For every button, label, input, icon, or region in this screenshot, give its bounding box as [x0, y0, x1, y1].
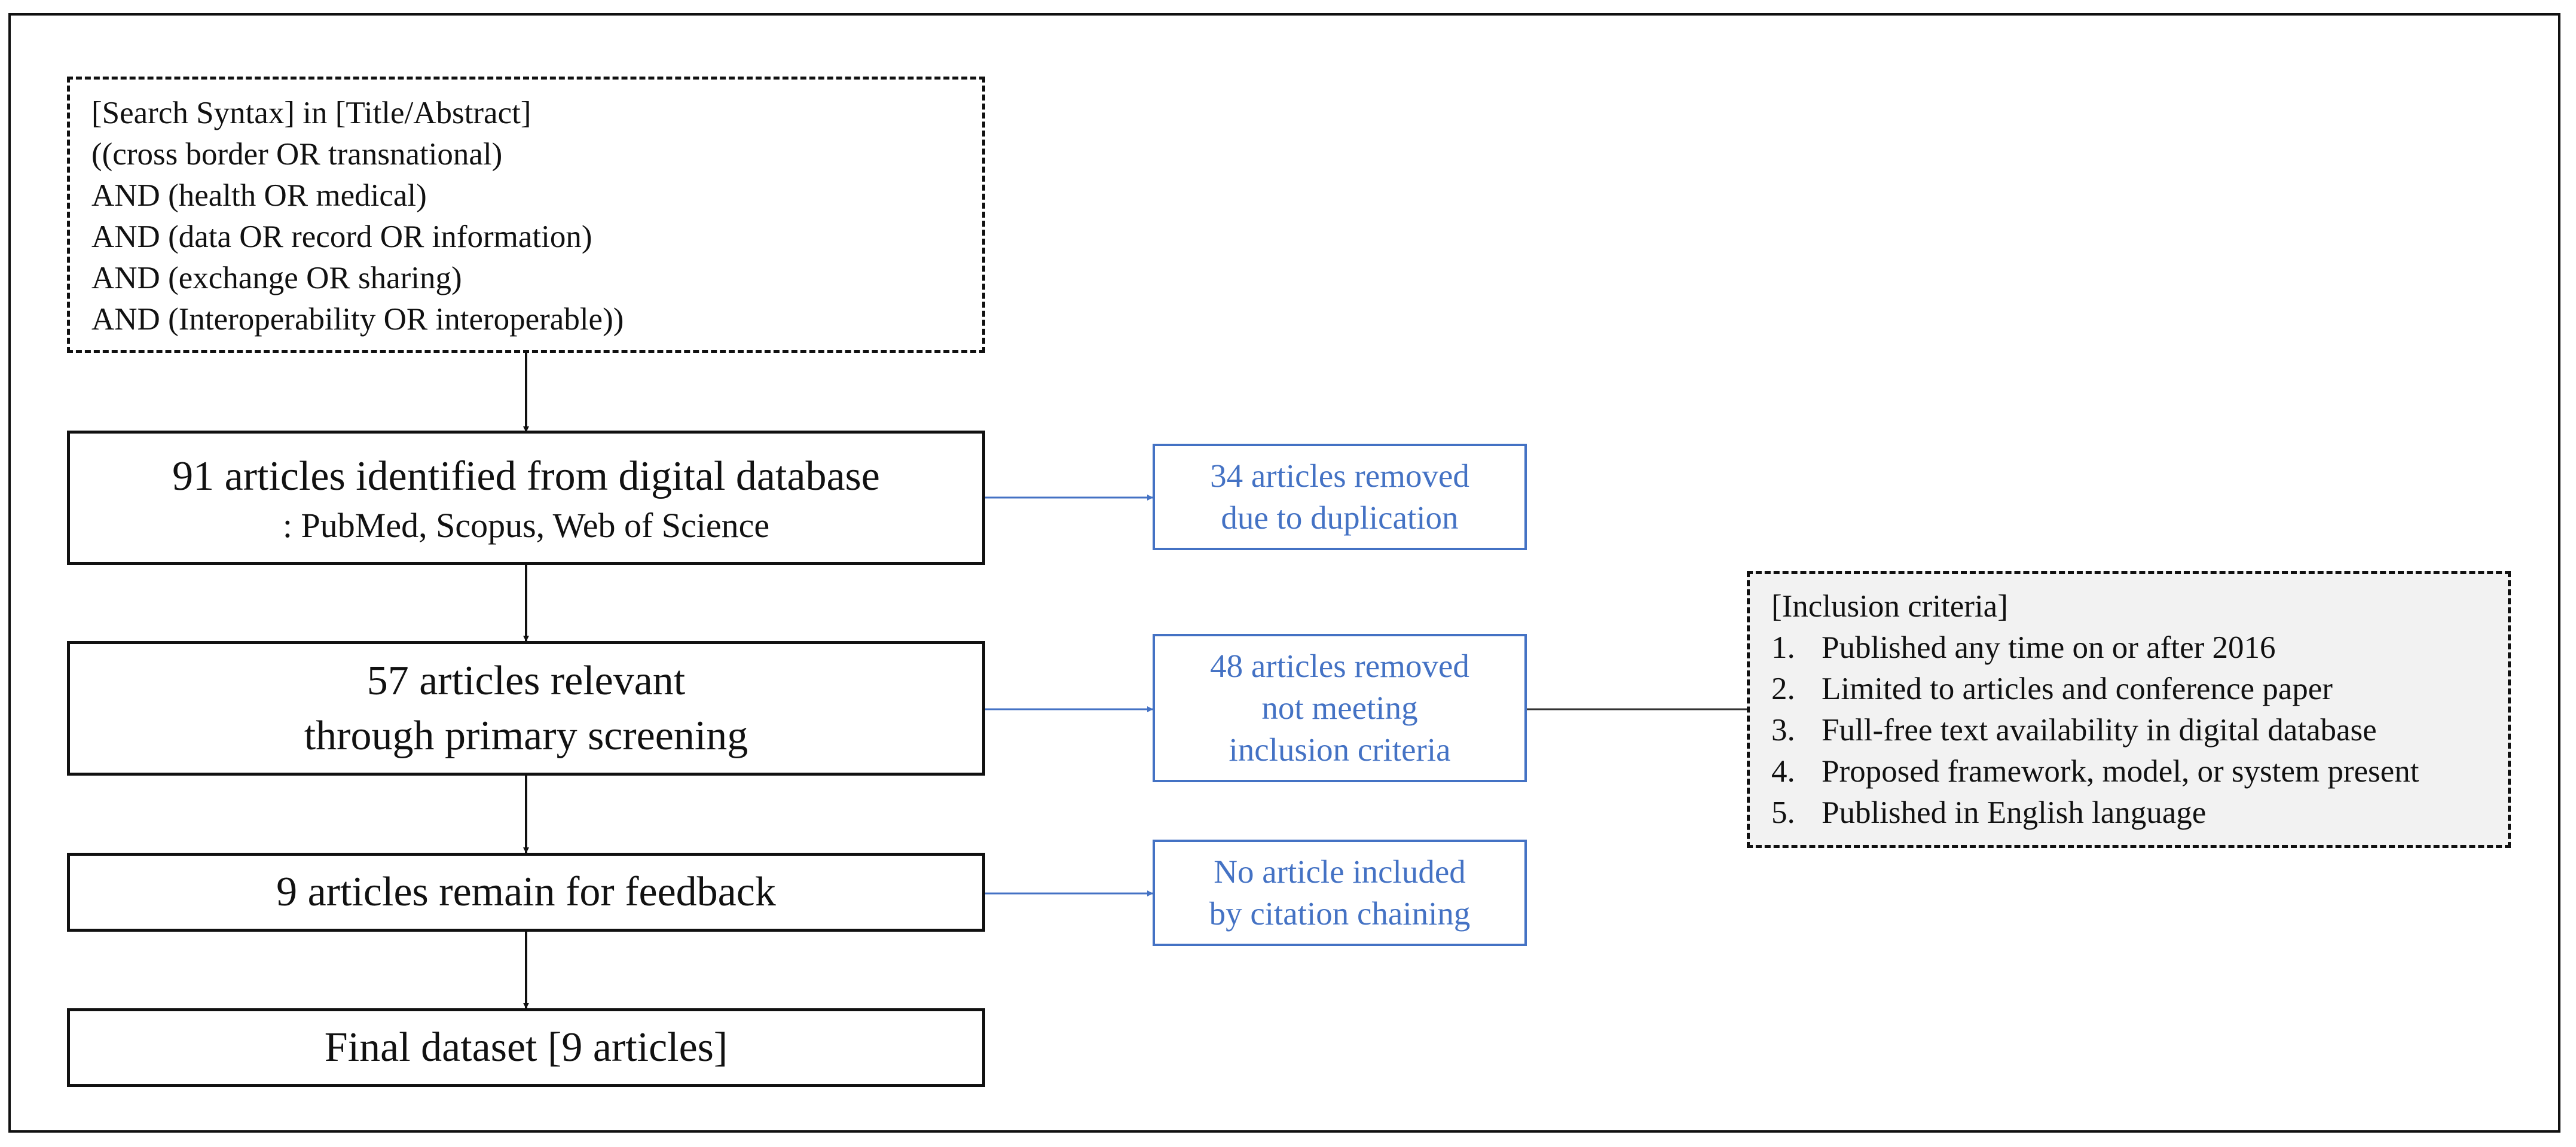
- search-syntax-line: AND (Interoperability OR interoperable)): [91, 302, 624, 337]
- final-line1: Final dataset [9 articles]: [324, 1024, 728, 1070]
- inclusion-item: 2. Limited to articles and conference pap…: [1771, 669, 2508, 710]
- inclusion-item-number: 1.: [1771, 630, 1795, 665]
- relevant-line2: through primary screening: [304, 712, 748, 759]
- citation-line1: No article included: [1214, 853, 1466, 890]
- criteria-line2: not meeting: [1261, 690, 1418, 726]
- relevant-line1: 57 articles relevant: [366, 657, 686, 704]
- inclusion-item-text: Full-free text availability in digital d…: [1822, 713, 2377, 748]
- search-syntax-line: AND (health OR medical): [91, 178, 427, 213]
- search-syntax-line: AND (data OR record OR information): [91, 219, 592, 254]
- inclusion-item-number: 4.: [1771, 754, 1795, 789]
- duplication-line2: due to duplication: [1221, 499, 1459, 536]
- inclusion-item-number: 3.: [1771, 713, 1795, 748]
- diagram-frame: [8, 13, 2560, 1133]
- criteria-line3: inclusion criteria: [1229, 731, 1451, 768]
- inclusion-title: [Inclusion criteria]: [1771, 589, 2008, 624]
- duplication-removed-box: 34 articles removed due to duplication: [1153, 444, 1527, 550]
- identified-line1: 91 articles identified from digital data…: [172, 453, 880, 499]
- inclusion-item: 3. Full-free text availability in digital…: [1771, 710, 2508, 751]
- inclusion-item-number: 5.: [1771, 795, 1795, 830]
- inclusion-item-text: Published in English language: [1822, 795, 2207, 830]
- criteria-line1: 48 articles removed: [1210, 648, 1469, 684]
- relevant-box: 57 articles relevant through primary scr…: [67, 641, 985, 776]
- search-syntax-box: [Search Syntax] in [Title/Abstract] ((cr…: [67, 77, 985, 353]
- citation-chaining-box: No article included by citation chaining: [1153, 840, 1527, 946]
- inclusion-item: 5. Published in English language: [1771, 792, 2508, 834]
- identified-line2: : PubMed, Scopus, Web of Science: [282, 505, 770, 545]
- criteria-removed-box: 48 articles removed not meeting inclusio…: [1153, 634, 1527, 782]
- final-dataset-box: Final dataset [9 articles]: [67, 1008, 985, 1087]
- remain-line1: 9 articles remain for feedback: [276, 869, 776, 915]
- search-syntax-line: [Search Syntax] in [Title/Abstract]: [91, 96, 531, 130]
- inclusion-item-text: Published any time on or after 2016: [1822, 630, 2276, 665]
- search-syntax-line: ((cross border OR transnational): [91, 137, 503, 172]
- remain-box: 9 articles remain for feedback: [67, 853, 985, 932]
- identified-box: 91 articles identified from digital data…: [67, 431, 985, 565]
- citation-line2: by citation chaining: [1209, 895, 1471, 932]
- inclusion-item-text: Limited to articles and conference paper: [1822, 672, 2333, 706]
- inclusion-item: 4. Proposed framework, model, or system p…: [1771, 751, 2508, 792]
- search-syntax-line: AND (exchange OR sharing): [91, 261, 462, 295]
- duplication-line1: 34 articles removed: [1210, 457, 1469, 494]
- inclusion-item-number: 2.: [1771, 672, 1795, 706]
- inclusion-item: 1. Published any time on or after 2016: [1771, 627, 2508, 669]
- inclusion-item-text: Proposed framework, model, or system pre…: [1822, 754, 2419, 789]
- inclusion-criteria-box: [Inclusion criteria] 1. Published any tim…: [1747, 571, 2511, 848]
